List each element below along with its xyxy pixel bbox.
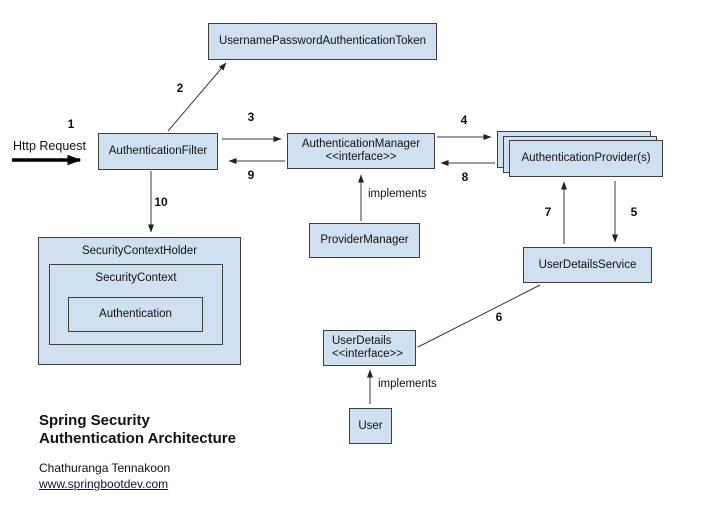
step-label-5: 5 — [630, 205, 638, 219]
user-details-name: UserDetails — [332, 335, 392, 347]
footer-title-line2: Authentication Architecture — [39, 430, 236, 447]
step-label-2: 2 — [176, 81, 184, 95]
step-label-7: 7 — [544, 205, 552, 219]
box-authentication-manager: AuthenticationManager <<interface>> — [287, 133, 435, 169]
implements-label-manager: implements — [368, 188, 427, 200]
box-user-details-service: UserDetailsService — [523, 247, 652, 283]
user-details-stereotype: <<interface>> — [332, 348, 403, 360]
step-label-8: 8 — [461, 170, 469, 184]
box-username-password-authentication-token: UsernamePasswordAuthenticationToken — [208, 23, 437, 60]
box-authentication-filter: AuthenticationFilter — [98, 133, 218, 170]
step-label-4: 4 — [460, 113, 468, 127]
arrow-step-2 — [167, 62, 227, 132]
box-user-details: UserDetails <<interface>> — [323, 330, 416, 366]
step-label-10: 10 — [154, 195, 168, 209]
line-step-6 — [417, 284, 541, 348]
box-provider-manager: ProviderManager — [309, 223, 420, 258]
box-authentication-providers: AuthenticationProvider(s) — [509, 140, 663, 177]
security-context-holder-label: SecurityContextHolder — [81, 245, 198, 257]
step-label-3: 3 — [247, 110, 255, 124]
http-request-label: Http Request — [13, 139, 86, 153]
authentication-manager-stereotype: <<interface>> — [325, 151, 397, 163]
box-user: User — [349, 408, 392, 444]
website-link[interactable]: www.springbootdev.com — [39, 477, 169, 491]
footer-author: Chathuranga Tennakoon — [39, 461, 171, 475]
step-label-9: 9 — [247, 168, 255, 182]
implements-label-user-details: implements — [378, 378, 437, 390]
footer: Spring Security Authentication Architect… — [39, 412, 236, 493]
footer-title-line1: Spring Security — [39, 412, 150, 429]
security-context-label: SecurityContext — [95, 272, 177, 284]
step-label-6: 6 — [495, 310, 503, 324]
box-authentication: Authentication — [68, 297, 203, 332]
step-label-1: 1 — [67, 117, 75, 131]
authentication-manager-name: AuthenticationManager — [301, 138, 421, 150]
